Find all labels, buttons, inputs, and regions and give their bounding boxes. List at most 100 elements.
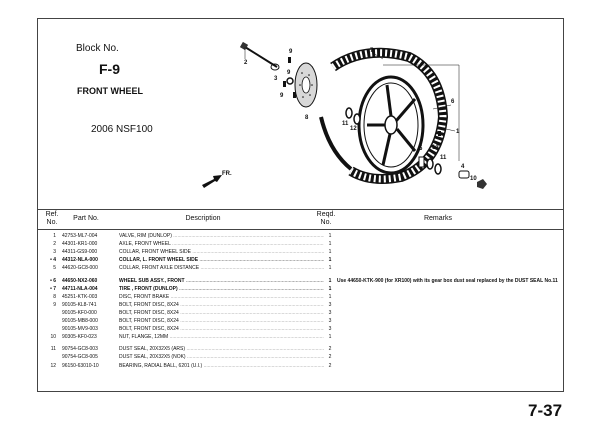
description-cell: DUST SEAL, 20X32X5 (NOK) — [119, 353, 324, 362]
header-reqd-no: Reqd. No. — [316, 211, 336, 226]
block-label: Block No. — [76, 43, 119, 54]
callout-11a: 11 — [342, 121, 349, 127]
callout-9a: 9 — [289, 49, 293, 55]
part-no-cell: 90105-KF0-000 — [62, 309, 97, 316]
part-no-cell: 42753-ML7-004 — [62, 233, 98, 239]
fr-arrow-icon — [202, 175, 222, 188]
description-cell: VALVE, RIM (DUNLOP) — [119, 232, 324, 241]
callout-2: 2 — [244, 60, 248, 66]
parts-catalog-frame: Block No. F-9 FRONT WHEEL 2006 NSF100 FR… — [37, 18, 564, 392]
header-ref-no: Ref. No. — [45, 211, 59, 226]
qty-cell: 1 — [328, 241, 332, 248]
front-wheel-exploded-diagram: 1 2 3 4 5 6 7 8 9 9 9 10 11 11 12 12 — [239, 41, 487, 189]
description-cell: COLLAR, L. FRONT WHEEL SIDE — [119, 256, 324, 265]
description-cell: WHEEL SUB ASSY., FRONT — [119, 277, 324, 286]
qty-cell: 1 — [328, 285, 332, 292]
description-cell: NUT, FLANGE, 12MM — [119, 333, 324, 342]
callout-11b: 11 — [440, 155, 447, 161]
description-cell: TIRE , FRONT (DUNLOP) — [119, 285, 324, 294]
page-number: 7-37 — [528, 401, 563, 420]
part-no-cell: 45251-KTK-003 — [62, 293, 98, 300]
header-part-no: Part No. — [73, 215, 99, 222]
part-no-cell: 44312-NLA-000 — [62, 257, 98, 264]
part-no-cell: 44311-GS9-000 — [62, 249, 98, 256]
part-no-cell: 44650-NX2-060 — [62, 277, 98, 284]
block-title: FRONT WHEEL — [77, 86, 143, 96]
tire-illustration — [319, 47, 449, 184]
brake-disc-illustration — [294, 62, 318, 108]
part-no-cell: 44620-GC8-000 — [62, 265, 98, 272]
table-row: 1 42753-ML7-004 VALVE, RIM (DUNLOP) 1 — [38, 232, 563, 241]
qty-cell: 2 — [328, 354, 332, 361]
table-row: 10 90305-KF0-023 NUT, FLANGE, 12MM 1 — [38, 333, 563, 342]
callout-12a: 12 — [350, 126, 357, 132]
table-row: • 6 44650-NX2-060 WHEEL SUB ASSY., FRONT 1U… — [38, 277, 563, 286]
callout-5: 5 — [419, 146, 423, 152]
qty-cell: 2 — [328, 346, 332, 353]
fr-label: FR. — [222, 171, 232, 177]
callout-9b: 9 — [287, 70, 291, 76]
ref-cell: 8 — [53, 293, 56, 300]
header-remarks: Remarks — [423, 215, 452, 222]
callout-8: 8 — [305, 115, 309, 121]
part-no-cell: 90105-MV9-003 — [62, 326, 98, 333]
description-cell: COLLAR, FRONT AXLE DISTANCE — [119, 264, 324, 273]
table-row: 2 44301-KR1-000 AXLE, FRONT WHEEL 1 — [38, 240, 563, 249]
axle-illustration — [239, 41, 278, 68]
qty-cell: 1 — [328, 293, 332, 300]
description-cell: BOLT, FRONT DISC, 8X24 — [119, 317, 324, 326]
part-no-cell: 44711-NLA-004 — [62, 285, 98, 292]
callout-3: 3 — [274, 76, 278, 82]
qty-cell: 3 — [328, 326, 332, 333]
table-row: 90105-KF0-000 BOLT, FRONT DISC, 8X24 3 — [38, 309, 563, 318]
part-no-cell: 90754-GC8-005 — [62, 354, 98, 361]
ref-cell: 10 — [50, 334, 56, 341]
part-no-cell: 90305-KF0-023 — [62, 334, 97, 341]
description-cell: BOLT, FRONT DISC, 8X24 — [119, 309, 324, 318]
front-direction-indicator: FR. — [200, 171, 234, 194]
qty-cell: 3 — [328, 309, 332, 316]
block-code: F-9 — [99, 61, 120, 77]
ref-cell: 2 — [53, 241, 56, 248]
part-no-cell: 44301-KR1-000 — [62, 241, 98, 248]
ref-cell: • 4 — [50, 257, 56, 264]
qty-cell: 1 — [328, 334, 332, 341]
remarks-cell: Use 44650-KTK-900 (for XR100) with its g… — [337, 277, 558, 284]
ref-cell: 11 — [50, 346, 56, 353]
qty-cell: 1 — [328, 265, 332, 272]
description-cell: AXLE, FRONT WHEEL — [119, 240, 324, 249]
ref-cell: • 6 — [50, 277, 56, 284]
qty-cell: 1 — [328, 277, 332, 284]
part-no-cell: 90105-KL8-741 — [62, 301, 97, 308]
callout-10: 10 — [470, 176, 477, 182]
callout-12b: 12 — [432, 145, 439, 151]
qty-cell: 1 — [328, 257, 332, 264]
description-cell: COLLAR, FRONT WHEEL SIDE — [119, 248, 324, 257]
ref-cell: 1 — [53, 233, 56, 239]
ref-cell: 3 — [53, 249, 56, 256]
description-cell: BEARING, RADIAL BALL, 6201 (U.I.) — [119, 362, 324, 371]
callout-4: 4 — [461, 164, 465, 170]
ref-cell: 12 — [50, 362, 56, 369]
callout-9c: 9 — [280, 93, 284, 99]
callout-6: 6 — [451, 99, 455, 105]
part-no-cell: 90105-MB8-000 — [62, 318, 98, 324]
table-row: 90754-GC8-005 DUST SEAL, 20X32X5 (NOK) 2 — [38, 353, 563, 362]
ref-cell: 9 — [53, 301, 56, 308]
description-cell: BOLT, FRONT DISC, 8X24 — [119, 325, 324, 334]
wheel-rim-illustration — [357, 75, 425, 175]
description-cell: BOLT, FRONT DISC, 8X24 — [119, 301, 324, 310]
description-cell: DUST SEAL, 20X32X5 (ARS) — [119, 345, 324, 354]
header-description: Description — [185, 215, 221, 222]
section-divider — [38, 209, 563, 210]
qty-cell: 3 — [328, 318, 332, 324]
part-no-cell: 90754-GC8-003 — [62, 346, 98, 353]
header-underline — [38, 229, 563, 230]
qty-cell: 1 — [328, 233, 332, 239]
callout-7: 7 — [370, 48, 374, 54]
